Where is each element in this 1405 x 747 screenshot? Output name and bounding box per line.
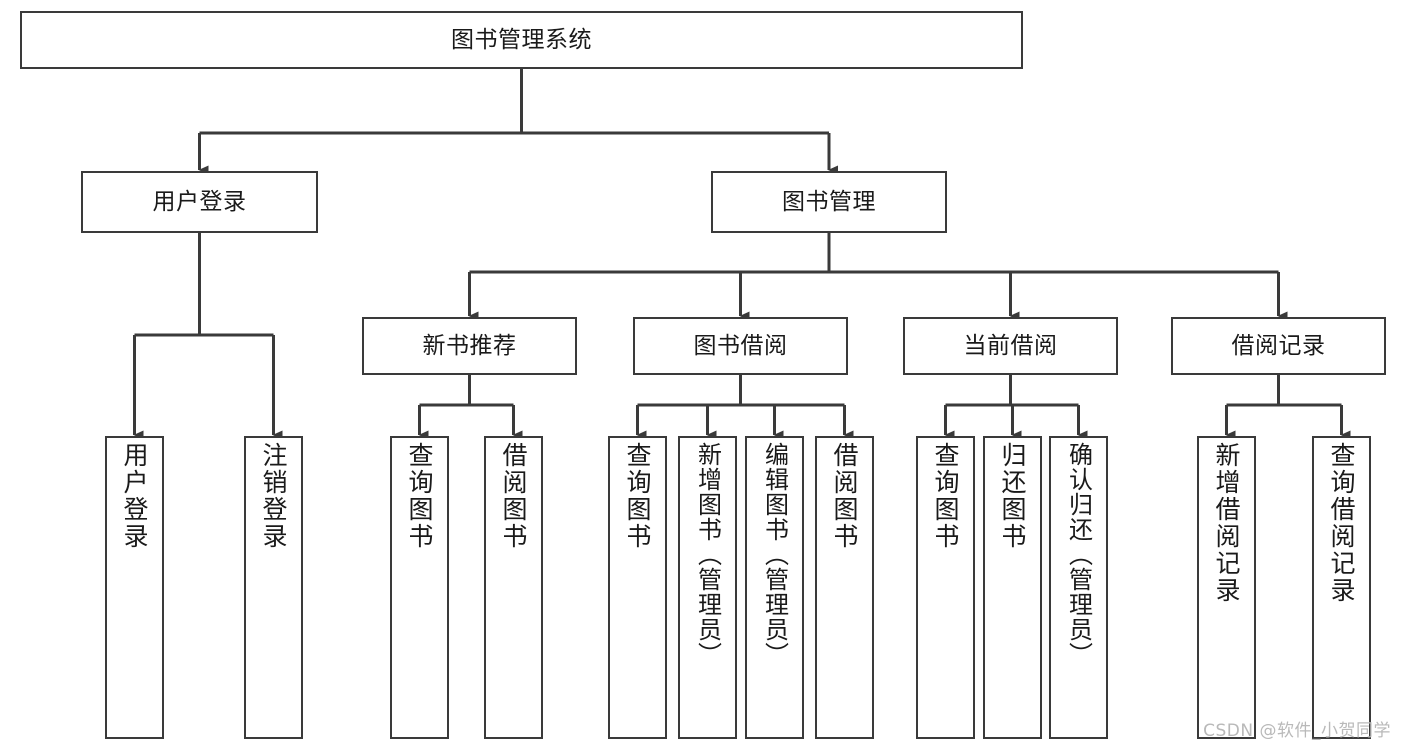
node-label-new-book-recommend: 新书推荐 xyxy=(422,332,517,359)
node-label-cb-confirm-return: 确认归还（管理员） xyxy=(1064,442,1093,667)
node-cb-query-book[interactable]: 查询图书 xyxy=(916,436,975,739)
node-label-borrow-record: 借阅记录 xyxy=(1231,332,1326,359)
node-bb-borrow-book[interactable]: 借阅图书 xyxy=(815,436,874,739)
node-nbr-query-book[interactable]: 查询图书 xyxy=(390,436,449,739)
node-label-cb-query-book: 查询图书 xyxy=(931,442,960,550)
node-cb-return-book[interactable]: 归还图书 xyxy=(983,436,1042,739)
node-label-br-add-record: 新增借阅记录 xyxy=(1212,442,1241,604)
node-bb-query-book[interactable]: 查询图书 xyxy=(608,436,667,739)
node-label-bb-borrow-book: 借阅图书 xyxy=(830,442,859,550)
node-br-add-record[interactable]: 新增借阅记录 xyxy=(1197,436,1256,739)
node-label-br-query-record: 查询借阅记录 xyxy=(1327,442,1356,604)
node-cb-confirm-return[interactable]: 确认归还（管理员） xyxy=(1049,436,1108,739)
node-label-user-login: 用户登录 xyxy=(152,188,247,215)
node-label-current-borrow: 当前借阅 xyxy=(963,332,1058,359)
node-label-book-manage: 图书管理 xyxy=(782,188,876,215)
node-label-nbr-borrow-book: 借阅图书 xyxy=(499,442,528,550)
watermark-text: CSDN @软件_小贺同学 xyxy=(1203,721,1391,741)
node-br-query-record[interactable]: 查询借阅记录 xyxy=(1312,436,1371,739)
node-label-book-borrow: 图书借阅 xyxy=(693,332,788,359)
node-book-manage[interactable]: 图书管理 xyxy=(711,171,947,233)
node-label-cb-return-book: 归还图书 xyxy=(998,442,1027,550)
node-nbr-borrow-book[interactable]: 借阅图书 xyxy=(484,436,543,739)
node-label-nbr-query-book: 查询图书 xyxy=(405,442,434,550)
node-label-bb-add-book: 新增图书（管理员） xyxy=(693,442,722,667)
node-bb-add-book[interactable]: 新增图书（管理员） xyxy=(678,436,737,739)
node-root[interactable]: 图书管理系统 xyxy=(20,11,1023,69)
node-borrow-record[interactable]: 借阅记录 xyxy=(1171,317,1386,375)
node-label-bb-query-book: 查询图书 xyxy=(623,442,652,550)
node-book-borrow[interactable]: 图书借阅 xyxy=(633,317,848,375)
node-label-bb-edit-book: 编辑图书（管理员） xyxy=(760,442,789,667)
node-new-book-recommend[interactable]: 新书推荐 xyxy=(362,317,577,375)
node-user-login-do[interactable]: 用户登录 xyxy=(105,436,164,739)
node-user-login[interactable]: 用户登录 xyxy=(81,171,318,233)
node-label-root: 图书管理系统 xyxy=(451,26,592,53)
node-current-borrow[interactable]: 当前借阅 xyxy=(903,317,1118,375)
node-label-user-logout: 注销登录 xyxy=(259,442,288,550)
node-user-logout[interactable]: 注销登录 xyxy=(244,436,303,739)
node-bb-edit-book[interactable]: 编辑图书（管理员） xyxy=(745,436,804,739)
node-label-user-login-do: 用户登录 xyxy=(120,442,149,550)
